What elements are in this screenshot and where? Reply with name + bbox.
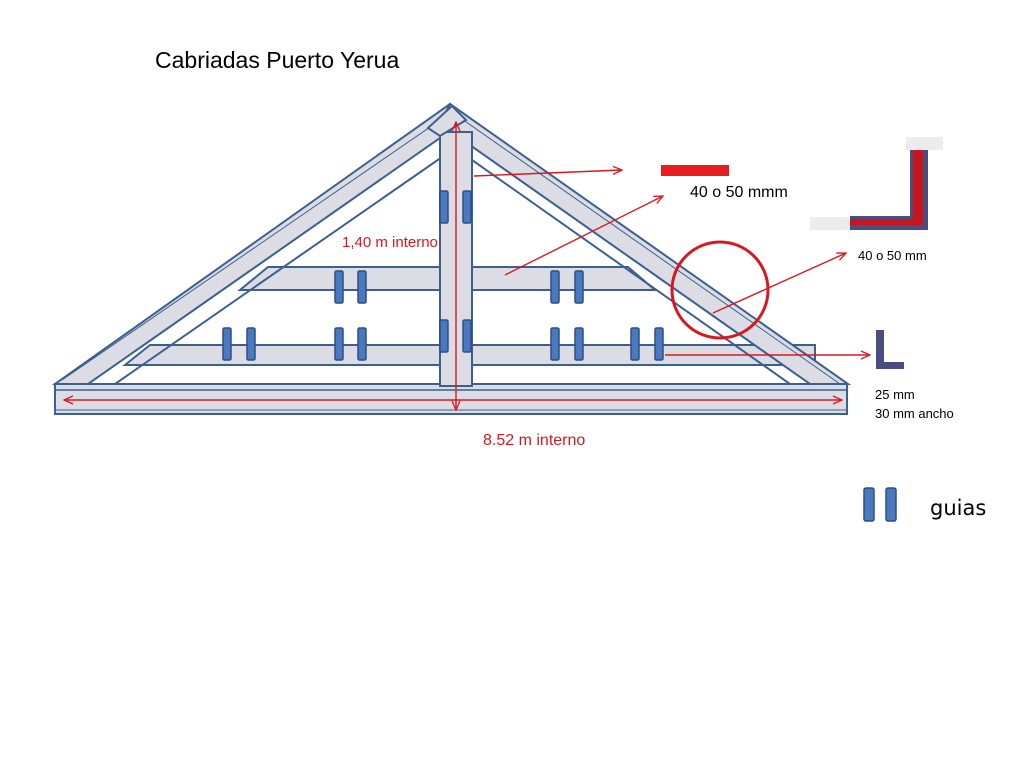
guide	[357, 327, 367, 361]
width-label: 8.52 m interno	[483, 432, 586, 449]
guide	[222, 327, 232, 361]
flat-bar-label: 40 o 50 mmm	[690, 184, 788, 201]
pointer-to-flat-bar	[473, 170, 622, 177]
height-label: 1,40 m interno	[342, 234, 438, 251]
diagram-title: Cabriadas Puerto Yerua	[155, 47, 400, 73]
guides-legend-icon	[863, 487, 897, 522]
guide	[357, 270, 367, 304]
guide	[462, 190, 472, 224]
angle-profile-small-icon	[876, 330, 904, 369]
pointer-to-angle-large	[712, 253, 846, 314]
angle-small-width-label: 30 mm ancho	[875, 406, 954, 421]
guide	[462, 319, 472, 353]
guide	[574, 270, 584, 304]
guides-legend-label: guias	[930, 496, 987, 520]
guides	[222, 190, 664, 361]
guide	[630, 327, 640, 361]
detail-circle	[670, 240, 770, 340]
guide	[334, 327, 344, 361]
guide	[246, 327, 256, 361]
guide	[550, 327, 560, 361]
ridge-cap	[426, 104, 468, 138]
guide	[574, 327, 584, 361]
guide	[439, 190, 449, 224]
angle-small-size-label: 25 mm	[875, 387, 915, 402]
guide	[439, 319, 449, 353]
angle-profile-large-icon	[810, 137, 943, 230]
guide	[654, 327, 664, 361]
angle-large-label: 40 o 50 mm	[858, 248, 927, 263]
flat-bar-profile-icon	[661, 165, 729, 176]
pointer-from-horizontal	[504, 196, 663, 276]
guide	[334, 270, 344, 304]
guide	[550, 270, 560, 304]
